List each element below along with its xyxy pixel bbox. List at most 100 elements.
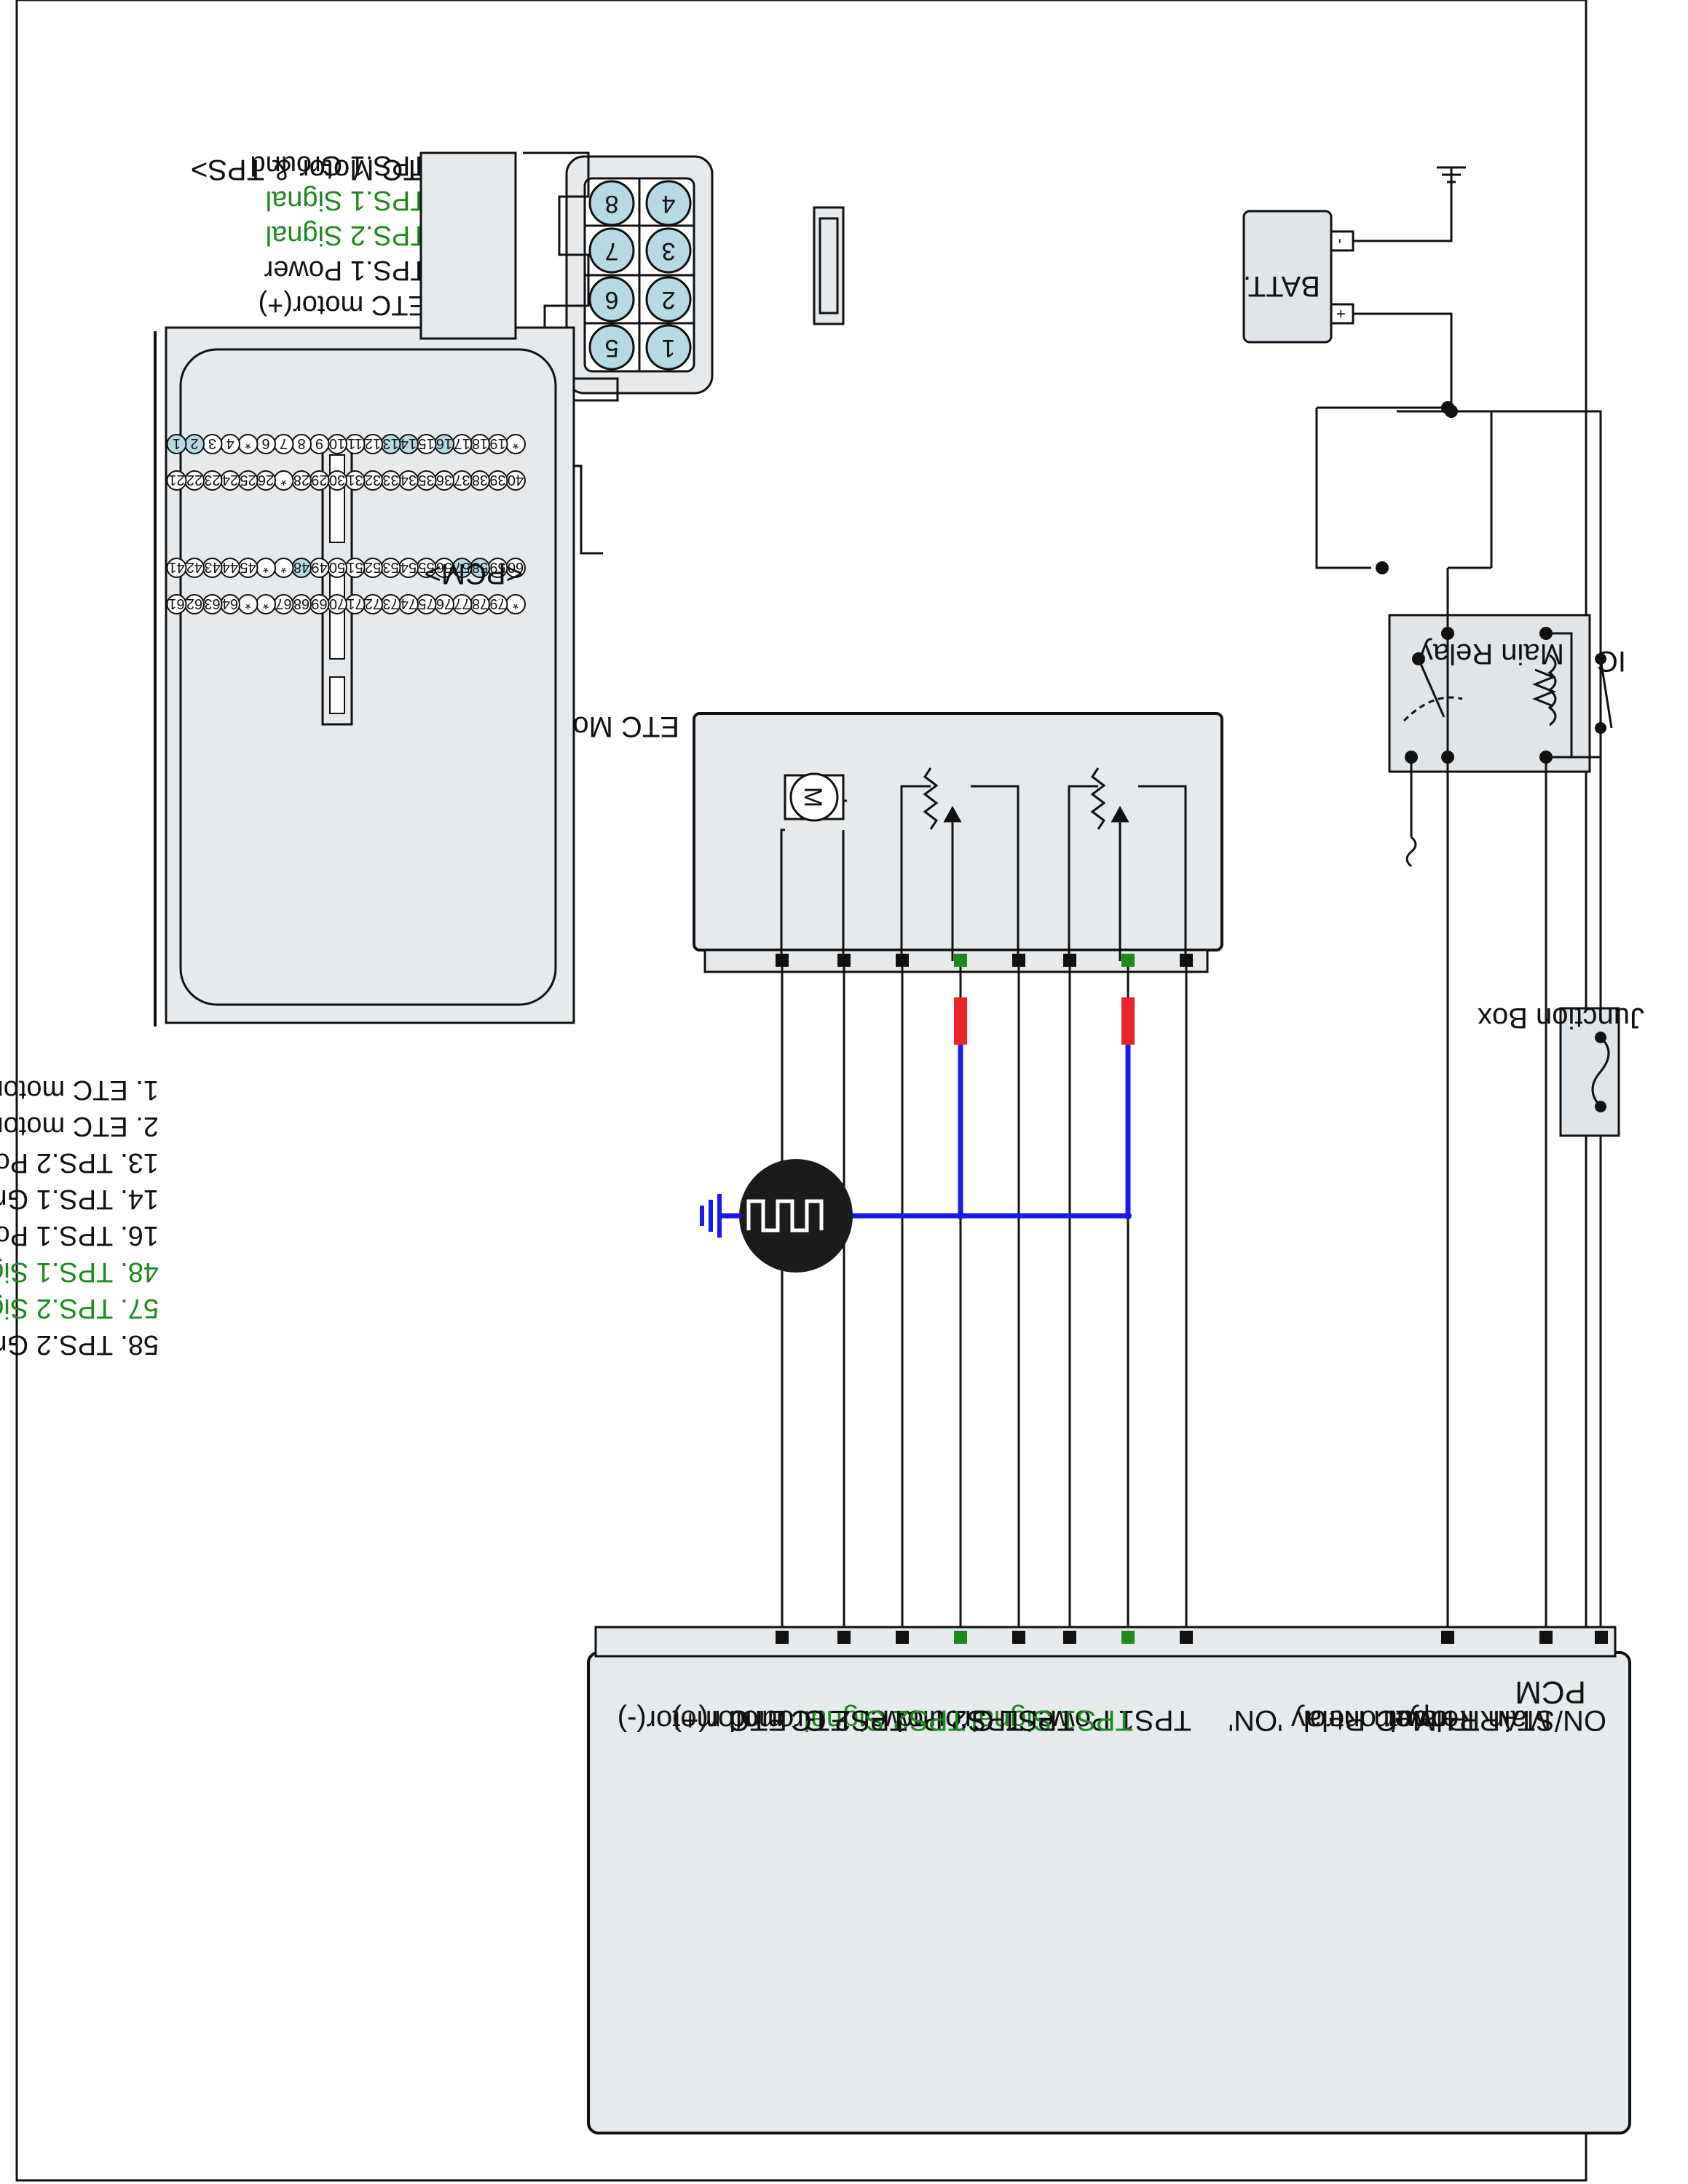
pcm-pin-number: 15 — [418, 435, 434, 451]
pcm-pin-number: * — [245, 435, 251, 451]
pcm-pin-legend: 1. ETC motor(-)2. ETC motor(+)13. TPS.2 … — [0, 1075, 159, 1360]
pcm-pin-number: 33 — [382, 472, 398, 488]
pcm-connector-title: <PCM> — [424, 558, 523, 590]
pcm-signal-label: TPS1 Power — [1028, 1704, 1191, 1736]
etc-pin-number: 6 — [605, 286, 619, 314]
pcm-pin-number: 49 — [311, 559, 327, 575]
pcm-pin-number: * — [513, 435, 518, 451]
pcm-legend-item: 57. TPS.2 Signal — [0, 1293, 159, 1324]
pcm-pin-number: 60 — [508, 559, 524, 575]
pcm-pin-number: 32 — [365, 472, 381, 488]
pcm-signal-label: TPS2 Power — [860, 1704, 1024, 1736]
etc-pin — [588, 180, 635, 226]
pcm-pin-number: 14 — [401, 435, 417, 451]
node — [1376, 561, 1389, 574]
ground-symbol-battery — [1437, 166, 1466, 183]
pcm-connector-strip — [594, 1626, 1617, 1658]
etc-pin-number: 8 — [605, 190, 619, 218]
pcm-signal-label: Main Relay 'ON' — [1228, 1704, 1437, 1736]
pcm-pin-number: 4 — [226, 435, 234, 451]
etc-pin — [588, 324, 635, 371]
pcm-pin-number: * — [513, 596, 518, 612]
pcm-pin-number: 23 — [204, 472, 220, 488]
pcm-pin-number: 52 — [365, 559, 381, 575]
pcm-pin-number: 24 — [222, 472, 238, 488]
main-relay-label: Main Relay — [1419, 638, 1564, 670]
pcm-pin-number: 16 — [436, 435, 452, 451]
pcm-pin — [166, 470, 187, 491]
pcm-signal-label: Power — [1385, 1704, 1467, 1736]
pcm-pin-number: 71 — [347, 596, 363, 612]
pcm-signal-label: ETC motor(+) — [672, 1704, 849, 1736]
pcm-pin-number: 68 — [293, 596, 309, 612]
battery-pos-sign: + — [1332, 309, 1350, 319]
pcm-pin-number: 67 — [275, 596, 291, 612]
pcm-signal-label: ON/START Input — [1389, 1704, 1606, 1736]
pcm-pin-number: 73 — [382, 596, 398, 612]
pcm-pin-number: 21 — [168, 472, 184, 488]
etc-pin-number: 4 — [662, 190, 676, 218]
tps1-potentiometer — [1068, 767, 1187, 961]
pcm-pin — [166, 434, 187, 454]
pcm-pin-number: 55 — [418, 559, 434, 575]
pcm-pin-number: 53 — [382, 559, 398, 575]
battery-neg-sign: - — [1332, 238, 1350, 243]
pcm-pin-number: 36 — [436, 472, 452, 488]
pcm-pin-number: 69 — [311, 596, 327, 612]
etc-motor: M — [780, 772, 847, 961]
pcm-pin-number: 39 — [489, 472, 505, 488]
pcm-pin-number: 59 — [489, 559, 505, 575]
junction-box-label: Junction Box — [1478, 1002, 1644, 1034]
pcm-pin-number: 3 — [208, 435, 216, 451]
pcm-pin-number: 70 — [329, 596, 345, 612]
main-relay: Main Relay — [1388, 568, 1591, 773]
tps2-potentiometer — [900, 767, 1019, 961]
pcm-pin-number: 10 — [329, 435, 345, 451]
pcm-legend-item: 1. ETC motor(-) — [0, 1075, 159, 1105]
etc-pin — [645, 180, 692, 226]
pcm-pin-number: * — [245, 596, 251, 612]
pcm-pin-number: 45 — [240, 559, 256, 575]
pcm-pin-number: 13 — [382, 435, 398, 451]
pcm-pin-number: 11 — [347, 435, 363, 451]
pcm-pin-number: 75 — [418, 596, 434, 612]
pcm-connector-face — [154, 151, 619, 1026]
pcm-pin-number: 25 — [240, 472, 256, 488]
pcm-connector-pins: *191817161514131211109876*43214039383736… — [166, 434, 526, 614]
pcm-pin-number: * — [280, 559, 286, 575]
pcm-legend-item: 58. TPS.2 Ground — [0, 1329, 159, 1360]
pcm-pin-number: 72 — [365, 596, 381, 612]
etc-harness-pins — [776, 954, 1193, 967]
etc-pin — [588, 227, 635, 274]
pcm-pin-number: 76 — [436, 596, 452, 612]
pcm-pin-number: 61 — [168, 596, 184, 612]
etc-pin-number: 7 — [605, 237, 619, 265]
pcm-pin-number: 42 — [186, 559, 202, 575]
pcm-signal-label: TPS2 Ground — [729, 1704, 907, 1736]
pcm-signal-label: ETC motor(-) — [618, 1704, 787, 1736]
pcm-signal-label: TPS1 Ground — [896, 1704, 1075, 1736]
node — [1441, 401, 1454, 414]
battery-wiring — [1353, 167, 1602, 1627]
pcm-pin-number: 41 — [168, 559, 184, 575]
pcm-pin-number: 79 — [489, 596, 505, 612]
pcm-legend-item: 14. TPS.1 Ground — [0, 1184, 159, 1214]
pcm-legend-item: 16. TPS.1 Power — [0, 1220, 159, 1251]
pcm-legend-item: 2. ETC motor(+) — [0, 1111, 159, 1142]
etc-pin — [645, 276, 692, 323]
pcm-pin-number: 74 — [401, 596, 417, 612]
pcm-pin-number: 28 — [293, 472, 309, 488]
pcm-pin-number: 77 — [454, 596, 470, 612]
pcm-pin-number: 17 — [454, 435, 470, 451]
pcm-pin-number: 7 — [280, 435, 288, 451]
pcm-pin-number: * — [263, 559, 269, 575]
pcm-pin-number: 22 — [186, 472, 202, 488]
pcm-legend-item: 48. TPS.1 Signal — [0, 1257, 159, 1287]
pcm-signal-label: Main Relay Control — [1304, 1704, 1551, 1736]
pcm-pin-number: 40 — [508, 472, 524, 488]
pcm-pin-number: 57 — [454, 559, 470, 575]
